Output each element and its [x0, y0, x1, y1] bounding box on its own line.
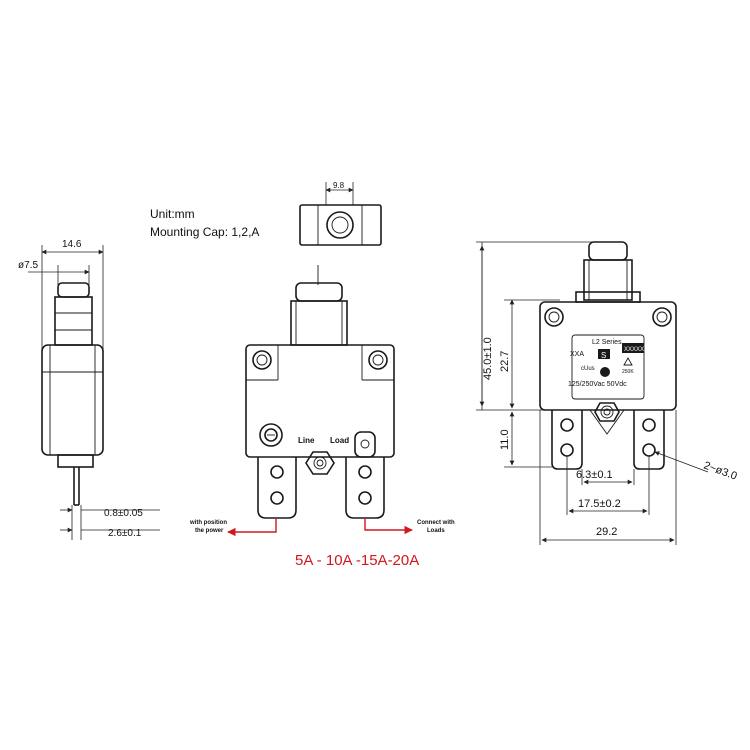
power-note-line2: the power [195, 528, 224, 534]
top-view: 9.8 [299, 181, 382, 246]
side-diameter-dim: ø7.5 [18, 260, 38, 271]
current-ratings: 5A - 10A -15A-20A [295, 552, 419, 569]
height-terminal-dim: 11.0 [499, 429, 511, 450]
mounting-cap-label: Mounting Cap: 1,2,A [150, 225, 259, 239]
brand-logo-icon: S [601, 351, 606, 360]
holes-dim: 2~ø3.0 [702, 460, 739, 483]
load-label: Load [330, 436, 349, 445]
line-label: Line [298, 436, 315, 445]
front-view: Line Load with position the power Connec… [189, 265, 455, 537]
side-terminal-width-dim: 2.6±0.1 [108, 528, 142, 539]
top-width-dim: 9.8 [333, 181, 345, 190]
power-note-line1: with position [189, 520, 227, 526]
height-total-dim: 45.0±1.0 [482, 337, 494, 380]
voltage-rating: 125/250Vac 50Vdc [568, 381, 627, 388]
mark-badge: XXXXXX [624, 347, 648, 353]
side-width-dim: 14.6 [62, 239, 82, 250]
side-view: 14.6 ø7.5 0.8±0.05 2.6±0.1 [18, 239, 160, 540]
body-width-dim: 29.2 [596, 526, 617, 538]
terminal-gap-dim: 6.3±0.1 [576, 469, 613, 481]
side-thickness-dim: 0.8±0.05 [104, 508, 143, 519]
amps-label: XXA [570, 351, 584, 358]
height-upper-dim: 22.7 [499, 351, 511, 372]
loads-note-line1: Connect with [417, 520, 455, 526]
temp-label: 250K [622, 369, 634, 375]
unit-label: Unit:mm [150, 207, 195, 221]
ul-mark: cUus [581, 366, 595, 372]
terminal-pitch-dim: 17.5±0.2 [578, 498, 621, 510]
loads-note-line2: Loads [427, 528, 445, 534]
rear-view: 45.0±1.0 22.7 11.0 L2 Series XXA S XXXXX… [476, 241, 739, 545]
ce-mark-icon [600, 367, 610, 377]
series-label: L2 Series [592, 339, 622, 346]
